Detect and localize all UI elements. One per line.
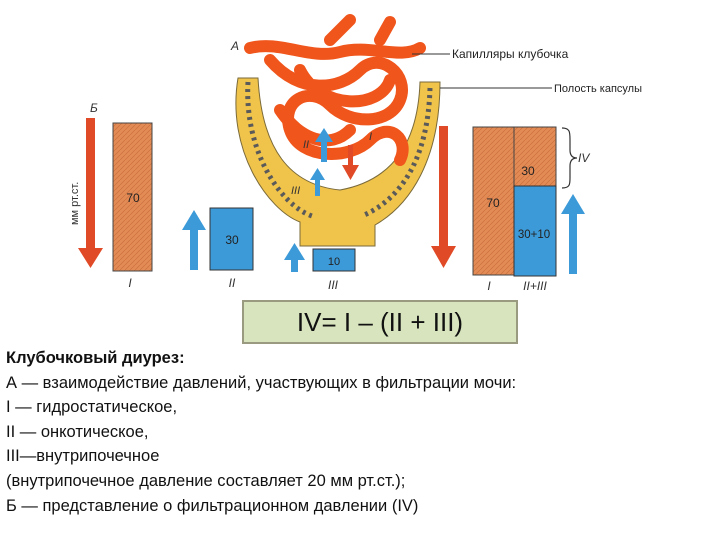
label-a: А [230, 39, 239, 53]
capillaries-label: Капилляры клубочка [452, 47, 569, 61]
caption: Клубочковый диурез: А — взаимодействие д… [6, 346, 706, 518]
iv-label: IV [578, 151, 590, 165]
right-bar-i-value: 70 [486, 196, 500, 210]
bar-i-value: 70 [126, 191, 140, 205]
inner-arrow-ii [315, 128, 333, 162]
iv-brace [561, 127, 578, 189]
caption-title: Клубочковый диурез: [6, 349, 185, 367]
bar-iii-axis-label: III [328, 278, 339, 292]
caption-line: (внутрипочечное давление составляет 20 м… [6, 471, 406, 490]
bar-i-axis-label: I [128, 276, 132, 290]
filtration-pressure-formula: IV= I – (II + III) [242, 300, 518, 344]
pressure-arrow-ii-iii [561, 194, 585, 274]
right-bar-remainder [513, 126, 557, 187]
formula-text: IV= I – (II + III) [296, 306, 464, 337]
right-bar-ii-iii [513, 185, 557, 277]
caption-line: III—внутрипочечное [6, 447, 160, 466]
inner-label-iii: III [291, 185, 300, 197]
pressure-arrow-iii [284, 243, 305, 272]
capillary-loops [244, 40, 426, 166]
glomerular-filtration-diagram: мм рт.ст. Б 70 I 30 II 10 III [69, 14, 642, 293]
inner-label-i: I [369, 131, 372, 143]
inner-arrow-iii [310, 168, 325, 196]
bar-i [112, 122, 153, 272]
y-axis-unit-label: мм рт.ст. [69, 182, 81, 225]
right-bar-remainder-value: 30 [521, 164, 535, 178]
glomerulus-illustration: II I III [235, 14, 441, 247]
caption-line: II — онкотическое, [6, 422, 149, 441]
caption-line: I — гидростатическое, [6, 398, 178, 417]
pressure-arrow-i-right [431, 126, 456, 268]
bar-ii-value: 30 [225, 233, 239, 247]
right-bar-i [472, 126, 515, 276]
pressure-arrow-i-left [78, 118, 103, 268]
inner-label-ii: II [303, 139, 309, 151]
bar-ii [209, 207, 254, 271]
caption-line: А — взаимодействие давлений, участвующих… [6, 373, 517, 392]
caption-line: Б — представление о фильтрационном давле… [6, 496, 419, 515]
bar-iii [312, 248, 356, 272]
inner-arrow-i [342, 145, 359, 180]
bar-iii-value: 10 [328, 256, 340, 268]
bowman-capsule [235, 77, 441, 247]
label-b: Б [90, 101, 98, 115]
right-bar-ii-iii-value: 30+10 [518, 229, 550, 241]
right-bar-ii-iii-axis-label: II+III [523, 279, 547, 293]
bar-ii-axis-label: II [229, 276, 236, 290]
right-bar-i-axis-label: I [487, 279, 491, 293]
pressure-arrow-ii [182, 210, 206, 270]
capsule-cavity-label: Полость капсулы [554, 83, 642, 95]
